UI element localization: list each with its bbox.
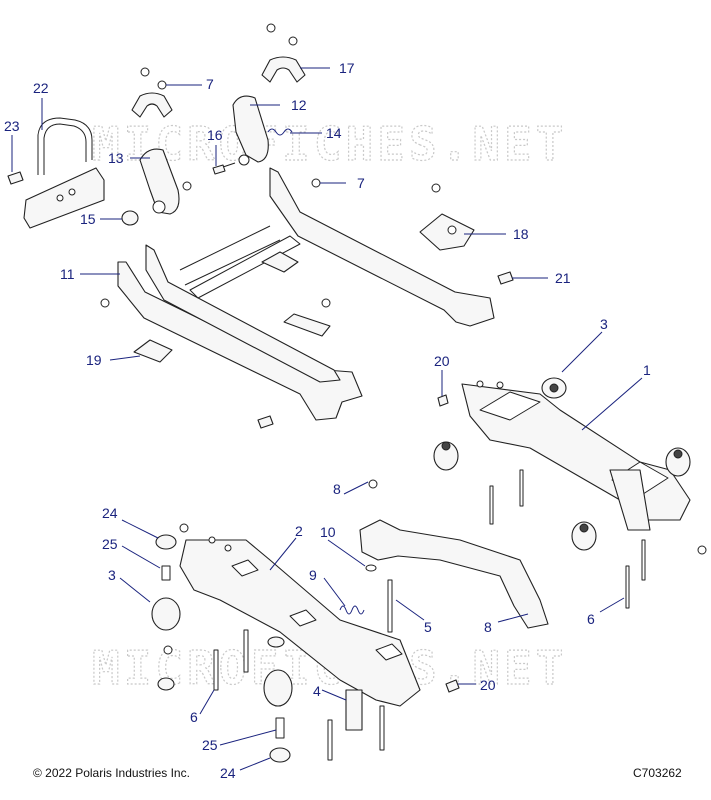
part-22-handle bbox=[23, 117, 105, 229]
part-21-bolt bbox=[497, 271, 514, 285]
callout-15: 15 bbox=[80, 211, 96, 227]
part-1-carriage bbox=[461, 383, 691, 531]
callout-9: 10 bbox=[320, 524, 336, 540]
callout-20: 20 bbox=[480, 677, 496, 693]
part-9-washer bbox=[365, 564, 377, 572]
callout-10: 9 bbox=[309, 567, 317, 583]
part-7-nut-mid bbox=[311, 178, 321, 188]
callout-3: 3 bbox=[108, 567, 116, 583]
callout-7: 7 bbox=[206, 76, 214, 92]
part-clamp bbox=[131, 92, 173, 118]
callout-18: 18 bbox=[513, 226, 529, 242]
part-14-spring bbox=[267, 128, 293, 136]
part-nut bbox=[140, 67, 150, 77]
part-19-bracket bbox=[133, 339, 173, 363]
callout-25: 25 bbox=[102, 536, 118, 552]
callout-16: 16 bbox=[207, 127, 223, 143]
part-3-roller-center bbox=[263, 669, 293, 707]
part-6-bolt-lower bbox=[213, 649, 219, 691]
callout-14: 14 bbox=[326, 125, 342, 141]
callout-7: 7 bbox=[357, 175, 365, 191]
callout-21: 21 bbox=[555, 270, 571, 286]
callout-23: 23 bbox=[4, 118, 20, 134]
part-3-roller-lower bbox=[151, 597, 181, 631]
part-4-spacer bbox=[345, 689, 363, 731]
part-20-screw-lower bbox=[445, 679, 460, 693]
callout-17: 17 bbox=[339, 60, 355, 76]
part-25-bolt-lower bbox=[275, 717, 285, 739]
part-13-latch bbox=[139, 148, 180, 215]
part-2-plate bbox=[179, 539, 421, 707]
part-24-washer bbox=[155, 534, 177, 550]
callout-1: 1 bbox=[643, 362, 651, 378]
callout-12: 12 bbox=[291, 97, 307, 113]
part-bracket-small bbox=[261, 251, 299, 273]
callout-4: 4 bbox=[313, 683, 321, 699]
part-18-bracket bbox=[419, 213, 475, 251]
leader-lines bbox=[11, 67, 643, 771]
part-24-washer-lower bbox=[269, 747, 291, 763]
callout-20: 20 bbox=[434, 353, 450, 369]
callout-5: 5 bbox=[424, 619, 432, 635]
callout-13: 13 bbox=[108, 150, 124, 166]
part-bolts-long bbox=[489, 469, 646, 581]
callout-22: 22 bbox=[33, 80, 49, 96]
callouts: 17 7 22 12 23 16 14 13 7 15 18 11 21 3 1… bbox=[4, 60, 651, 781]
part-16-bolt bbox=[212, 162, 236, 175]
watermark-top: MICROFICHES.NET bbox=[92, 117, 567, 171]
part-bracket-slot bbox=[283, 313, 331, 337]
callout-8: 8 bbox=[484, 619, 492, 635]
callout-24: 24 bbox=[102, 505, 118, 521]
figure-id: C703262 bbox=[633, 766, 682, 780]
callout-25: 25 bbox=[202, 737, 218, 753]
part-10-spring bbox=[339, 605, 365, 615]
callout-3: 3 bbox=[600, 316, 608, 332]
part-11-frame bbox=[117, 167, 495, 421]
callout-7: 8 bbox=[333, 481, 341, 497]
callout-6: 6 bbox=[190, 709, 198, 725]
part-3-roller bbox=[433, 377, 691, 551]
callout-2: 2 bbox=[295, 523, 303, 539]
part-15-bushing bbox=[121, 210, 139, 226]
part-5-bolt bbox=[387, 579, 393, 633]
part-17-clamp bbox=[261, 23, 306, 83]
callout-6: 6 bbox=[587, 611, 595, 627]
part-23-bolt bbox=[7, 171, 24, 185]
part-12-latch bbox=[232, 95, 269, 163]
callout-24: 24 bbox=[220, 765, 236, 781]
callout-11: 11 bbox=[60, 266, 75, 282]
copyright-text: © 2022 Polaris Industries Inc. bbox=[33, 766, 190, 780]
part-7-nut bbox=[157, 80, 167, 90]
part-8-arm bbox=[359, 519, 549, 629]
callout-19: 19 bbox=[86, 352, 102, 368]
part-20-screw bbox=[437, 394, 449, 407]
part-25-bolt bbox=[161, 565, 171, 581]
part-6-bolt bbox=[625, 565, 630, 609]
